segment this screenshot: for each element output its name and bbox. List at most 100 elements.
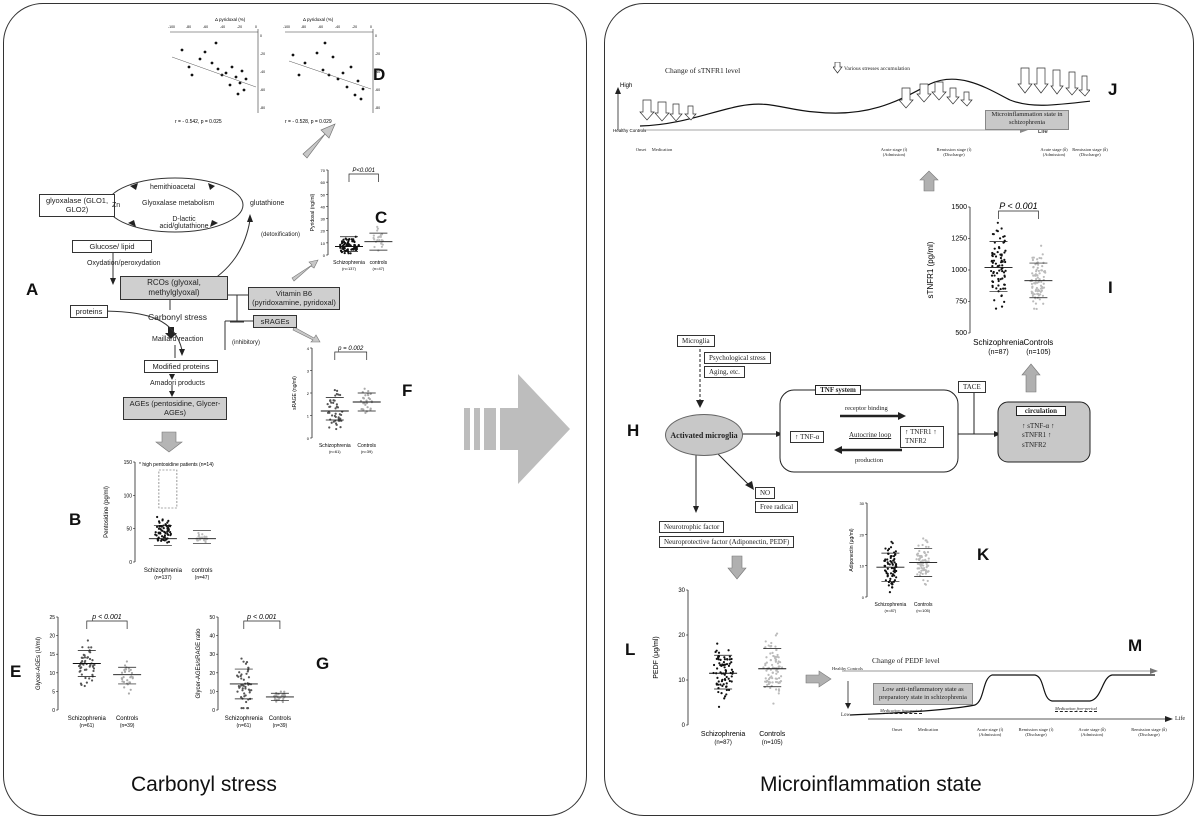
- data-point: [779, 675, 783, 678]
- svg-text:-40: -40: [220, 25, 225, 29]
- data-point: [341, 247, 344, 250]
- data-point: [716, 642, 719, 645]
- group-label: controls: [370, 260, 388, 266]
- data-point: [723, 697, 726, 700]
- data-point: [157, 527, 161, 530]
- data-point: [892, 567, 896, 570]
- y-tick-label: 40: [209, 634, 215, 640]
- data-point: [237, 685, 241, 688]
- data-point: [991, 280, 994, 283]
- data-point: [890, 554, 893, 558]
- data-point: [723, 656, 726, 659]
- y-tick-label: 0: [212, 708, 215, 714]
- data-point: [1037, 288, 1040, 291]
- data-point: [1034, 302, 1038, 305]
- data-point: [163, 536, 166, 539]
- data-point: [244, 662, 248, 665]
- data-point: [157, 536, 160, 539]
- data-point: [166, 526, 169, 529]
- data-point: [330, 414, 334, 417]
- data-point: [769, 668, 772, 671]
- data-point: [727, 664, 731, 667]
- y-tick-label: 10: [678, 678, 685, 684]
- data-point: [715, 649, 718, 652]
- data-point: [997, 284, 1000, 287]
- y-axis-label: Pentosidine (pg/ml): [104, 486, 110, 538]
- arrow-i-to-j: [919, 170, 939, 192]
- data-point: [1004, 260, 1007, 264]
- data-point: [767, 644, 770, 647]
- data-point: [764, 662, 767, 665]
- data-point: [77, 665, 81, 668]
- label-d: D: [373, 65, 386, 84]
- data-point: [772, 702, 775, 705]
- data-point: [916, 554, 919, 557]
- data-point: [725, 675, 728, 679]
- data-point: [351, 239, 354, 242]
- data-point: [924, 545, 928, 548]
- data-point: [350, 238, 353, 241]
- svg-text:-20: -20: [237, 25, 242, 29]
- data-point: [122, 676, 125, 679]
- data-point: [337, 416, 340, 419]
- y-axis-label: PEDF (μg/ml): [653, 636, 660, 679]
- y-tick-label: 30: [321, 217, 326, 222]
- data-point: [367, 389, 370, 393]
- data-point: [330, 401, 333, 404]
- data-point: [88, 650, 91, 653]
- data-point: [918, 558, 921, 562]
- data-point: [241, 687, 244, 690]
- data-point: [999, 278, 1002, 281]
- data-point: [724, 678, 727, 682]
- data-point: [161, 518, 164, 521]
- data-point: [1035, 268, 1038, 271]
- data-point: [334, 412, 337, 415]
- data-point: [1038, 256, 1041, 260]
- data-point: [379, 235, 382, 239]
- svg-text:-100: -100: [283, 25, 290, 29]
- data-point: [81, 646, 84, 649]
- data-point: [197, 533, 201, 537]
- data-point: [1037, 269, 1041, 273]
- data-point: [1001, 264, 1004, 267]
- data-point: [883, 559, 886, 562]
- m-life: Life: [1175, 716, 1185, 722]
- data-point: [283, 693, 286, 696]
- data-point: [352, 248, 355, 251]
- y-tick-label: 30: [678, 588, 685, 594]
- data-point: [274, 697, 277, 701]
- group-n-label: (n=39): [120, 723, 135, 729]
- data-point: [1036, 258, 1039, 261]
- data-point: [1038, 298, 1041, 301]
- y-tick-label: 30: [860, 501, 865, 506]
- data-point: [333, 399, 336, 402]
- data-point: [927, 557, 930, 560]
- data-point: [83, 660, 86, 664]
- data-point: [774, 634, 777, 637]
- data-point: [764, 680, 767, 683]
- svg-text:-40: -40: [375, 70, 380, 74]
- data-point: [728, 679, 731, 683]
- data-point: [923, 568, 926, 571]
- data-point: [723, 658, 727, 661]
- data-point: [80, 673, 83, 676]
- data-point: [129, 668, 132, 672]
- data-point: [236, 674, 239, 677]
- data-point: [1003, 251, 1006, 254]
- data-point: [1040, 269, 1044, 272]
- data-point: [242, 660, 245, 663]
- data-point: [776, 653, 779, 657]
- data-point: [347, 242, 350, 245]
- data-point: [250, 689, 253, 692]
- data-point: [993, 247, 996, 250]
- activated-microglia-ellipse: Activated microglia: [665, 414, 743, 456]
- data-point: [926, 540, 929, 544]
- data-point: [893, 561, 896, 564]
- data-point: [725, 682, 728, 685]
- neurotrophic-box: Neurotrophic factor: [659, 521, 725, 533]
- data-point: [991, 261, 994, 264]
- y-tick-label: 750: [955, 299, 967, 306]
- data-point: [779, 661, 782, 664]
- data-point: [240, 673, 243, 676]
